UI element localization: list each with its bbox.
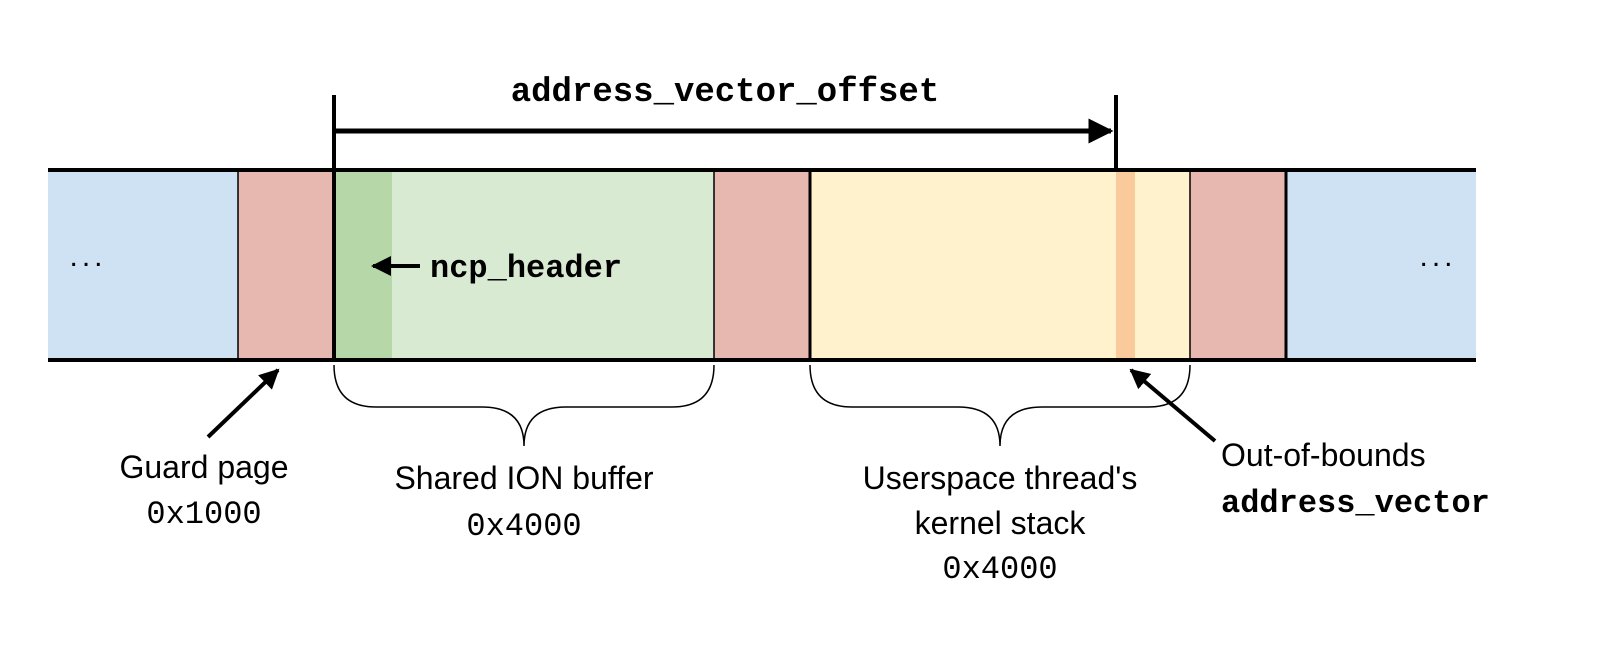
address-vector-arrow — [1129, 368, 1217, 443]
region-other-right — [1286, 170, 1476, 360]
ellipsis-right: ... — [1419, 240, 1456, 273]
ellipsis-left: ... — [69, 240, 106, 273]
brace-ion-buffer — [333, 364, 715, 447]
offset-label: address_vector_offset — [511, 74, 939, 112]
guard-page-name: Guard page — [119, 449, 288, 485]
ion-buffer-name: Shared ION buffer — [394, 460, 653, 496]
region-address-vector — [1116, 170, 1135, 360]
guard-page-size: 0x1000 — [146, 496, 261, 533]
kernel-stack-size: 0x4000 — [942, 551, 1057, 588]
guard-page-arrow — [206, 368, 280, 439]
kernel-stack-name-2: kernel stack — [915, 505, 1087, 541]
kernel-stack-name: Userspace thread's — [863, 460, 1138, 496]
region-guard-page-1 — [238, 170, 334, 360]
out-of-bounds-label: Out-of-bounds — [1221, 437, 1426, 473]
region-guard-page-3 — [1190, 170, 1286, 360]
ncp-header-label: ncp_header — [430, 250, 622, 287]
brace-kernel-stack — [809, 364, 1191, 447]
ion-buffer-size: 0x4000 — [466, 508, 581, 545]
region-other-left — [48, 170, 238, 360]
address-vector-label: address_vector — [1221, 485, 1490, 522]
region-guard-page-2 — [714, 170, 810, 360]
